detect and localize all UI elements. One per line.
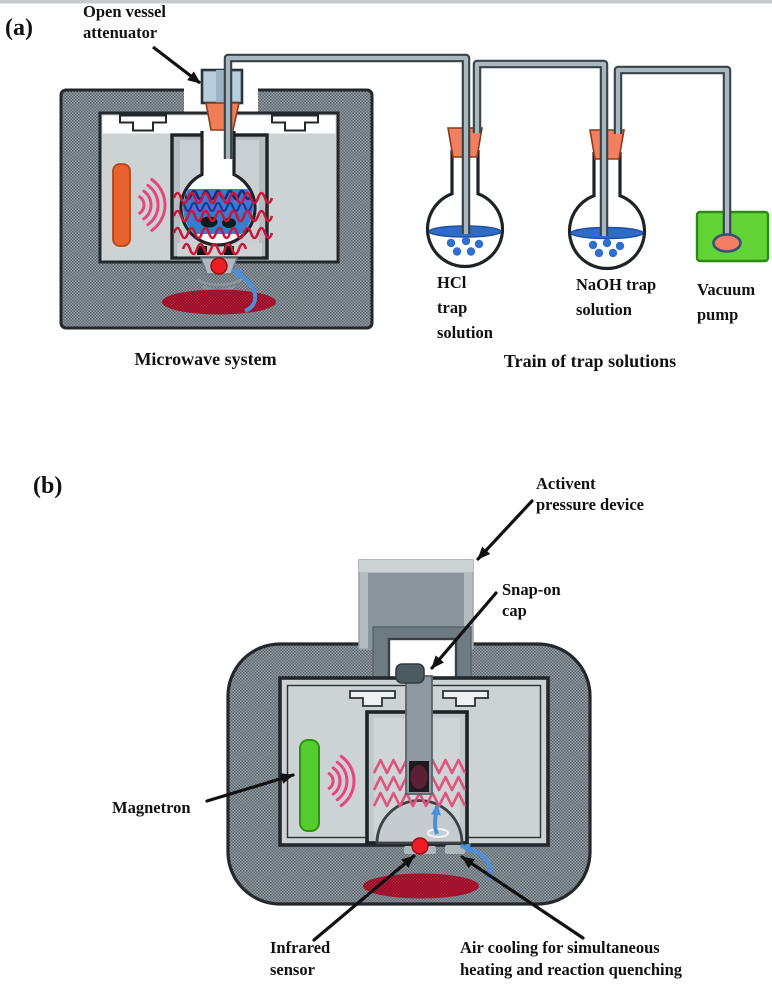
pressure-pointer xyxy=(476,499,534,561)
tubing xyxy=(223,53,732,240)
cooling-ellipse-b xyxy=(363,873,479,899)
top-edge-strip xyxy=(0,0,772,4)
microwave-waves-a xyxy=(172,191,274,256)
infrared-sensor-label: Infrared sensor xyxy=(270,937,330,981)
pointer-arrows-b xyxy=(205,499,585,942)
snap-on-cap-shape xyxy=(395,663,425,684)
air-label-line1: Air cooling for simultaneous xyxy=(460,938,660,957)
panel-b-diagram xyxy=(205,499,592,942)
attenuator-pointer xyxy=(152,45,201,85)
cooling-ellipse-a xyxy=(162,289,276,315)
attenuator-label-line2: attenuator xyxy=(83,23,158,42)
panel-b-tag: (b) xyxy=(33,473,63,499)
infrared-pointer xyxy=(312,854,416,942)
ceiling-bracket-right-a xyxy=(271,114,319,132)
ceiling-bracket-left-a xyxy=(119,114,167,132)
panel-a-tag: (a) xyxy=(5,15,33,41)
naoh-label-line1: NaOH trap xyxy=(576,275,657,294)
naoh-label-line2: solution xyxy=(576,300,632,319)
air-label-line2: heating and reaction quenching xyxy=(460,960,683,979)
air-cooling-label: Air cooling for simultaneous heating and… xyxy=(460,937,682,981)
attenuator-stopper xyxy=(205,102,240,131)
pressure-device xyxy=(358,559,474,687)
infrared-label-line2: sensor xyxy=(270,960,315,979)
magnetron-pointer xyxy=(205,773,295,803)
pressure-label-line1: Activent xyxy=(536,474,596,493)
vacuum-pump-label: Vacuum pump xyxy=(697,277,755,327)
cap-pointer xyxy=(430,591,498,670)
magnetron-label: Magnetron xyxy=(112,798,191,817)
hcl-trap-label: HCl trap solution xyxy=(437,270,493,345)
pump-label-line1: Vacuum xyxy=(697,280,756,299)
open-vessel-attenuator-label: Open vessel attenuator xyxy=(83,1,166,43)
magnetron-bar-b xyxy=(299,739,320,832)
infrared-sensor-dot-b xyxy=(411,837,429,855)
magnetron-bar-a xyxy=(112,163,131,247)
microwave-system-caption: Microwave system xyxy=(134,349,277,369)
pump-label-line2: pump xyxy=(697,305,739,324)
infrared-label-line1: Infrared xyxy=(270,938,331,957)
infrared-sensor-dot-a xyxy=(210,257,228,275)
air-cooling-pointer xyxy=(460,855,585,940)
pressure-label-line2: pressure device xyxy=(536,495,644,514)
naoh-trap-label: NaOH trap solution xyxy=(576,272,656,322)
cap-label-line2: cap xyxy=(502,601,527,620)
ceiling-bracket-right-b xyxy=(442,690,489,707)
microwave-arcs-b xyxy=(327,754,356,808)
closed-vessel xyxy=(395,663,433,795)
air-cooling-arrow-a xyxy=(231,268,257,313)
hcl-label-line1: HCl xyxy=(437,273,467,292)
train-caption: Train of trap solutions xyxy=(503,351,677,371)
hcl-label-line2: trap xyxy=(437,298,468,317)
pump-inlet xyxy=(712,233,742,253)
attenuator-label-line1: Open vessel xyxy=(83,2,166,21)
hcl-label-line3: solution xyxy=(437,323,493,342)
pressure-device-label: Activent pressure device xyxy=(536,473,644,515)
snap-on-cap-label: Snap-on cap xyxy=(502,579,561,621)
air-up-arrow-b xyxy=(431,804,441,835)
ceiling-bracket-left-b xyxy=(349,690,396,707)
panel-a-diagram xyxy=(59,45,770,330)
cap-label-line1: Snap-on xyxy=(502,580,561,599)
microwave-arcs-a xyxy=(138,178,167,232)
